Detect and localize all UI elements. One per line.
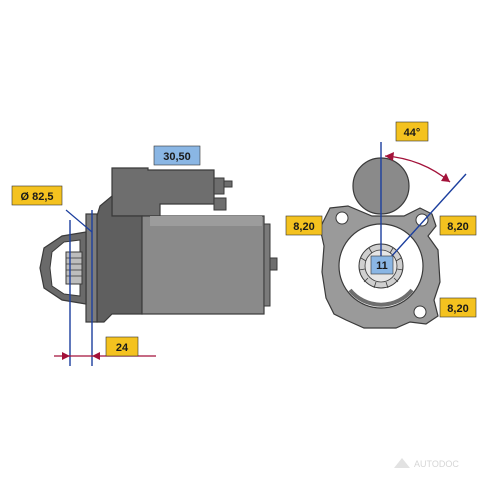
angle-arc [384, 152, 451, 183]
starter-side-view [39, 167, 278, 366]
svg-text:24: 24 [116, 342, 129, 354]
flange-offset-tag: 24 [105, 336, 139, 357]
side-dimension-lines [65, 209, 93, 366]
svg-text:8,20: 8,20 [293, 221, 314, 233]
motor-body [141, 215, 278, 315]
solenoid-terminal-tag: 30,50 [153, 145, 201, 166]
bolt-hole-left [335, 211, 349, 225]
rotation-angle-tag: 44° [395, 121, 429, 142]
bolt-hole-left-tag: 8,20 [285, 215, 323, 236]
bolt-hole-right [415, 213, 429, 227]
svg-text:AUTODOC: AUTODOC [414, 459, 459, 469]
bolt-hole-bottom-tag: 8,20 [439, 297, 477, 318]
watermark: AUTODOC [394, 458, 459, 469]
pinion-diameter-tag: Ø 82,5 [11, 185, 63, 206]
svg-text:30,50: 30,50 [163, 151, 191, 163]
bolt-hole-bottom [413, 305, 427, 319]
svg-text:44°: 44° [404, 127, 421, 139]
svg-text:Ø 82,5: Ø 82,5 [20, 191, 53, 203]
bolt-hole-right-tag: 8,20 [439, 215, 477, 236]
pinion-nose [39, 231, 87, 305]
solenoid [111, 167, 233, 217]
svg-text:8,20: 8,20 [447, 303, 468, 315]
offset-dimension-arrow [54, 352, 156, 360]
gear-teeth-tag: 11 [370, 255, 394, 275]
front-axis-lines [380, 142, 467, 272]
svg-text:11: 11 [376, 260, 388, 272]
svg-text:8,20: 8,20 [447, 221, 468, 233]
